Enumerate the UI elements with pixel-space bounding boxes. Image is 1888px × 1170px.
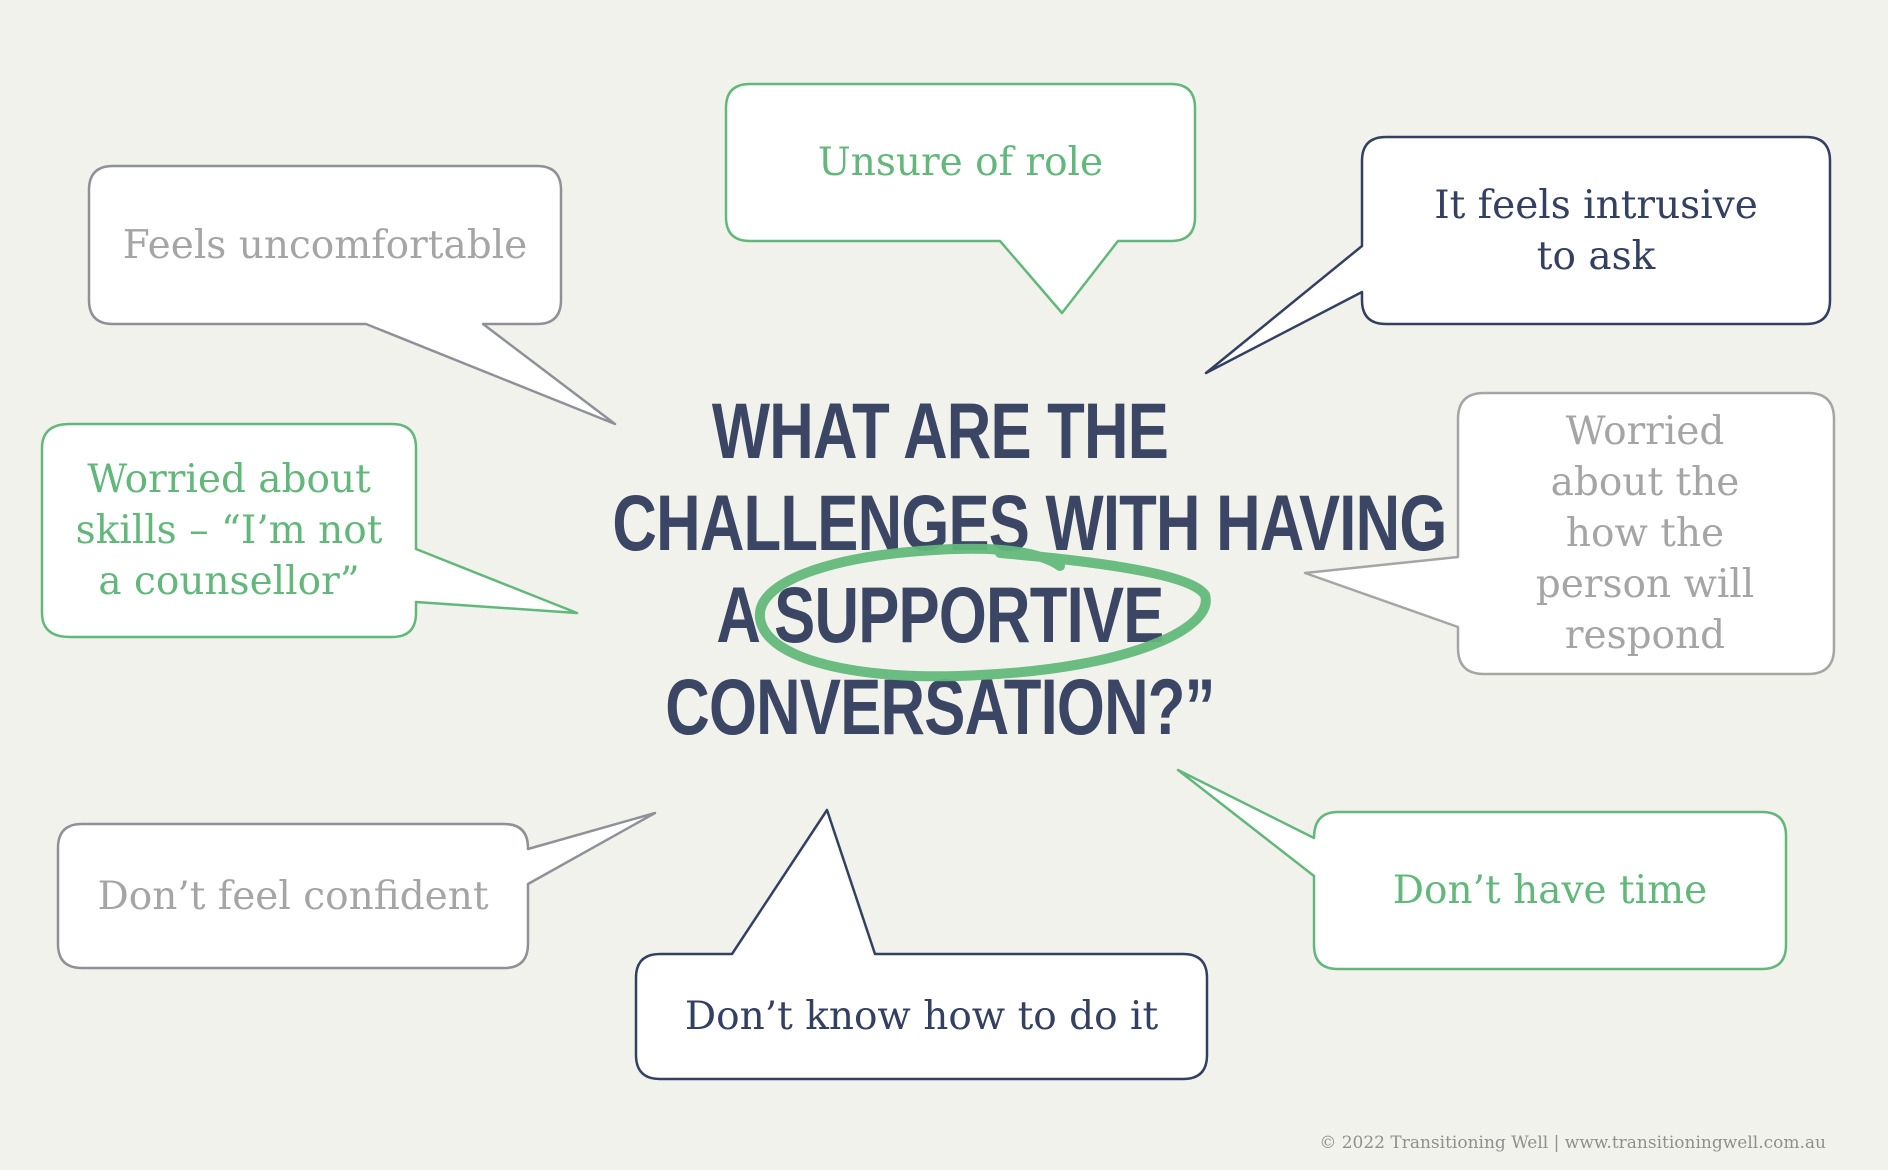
intrusive-text: It feels intrusive to ask bbox=[1434, 182, 1758, 279]
feels-uncomfortable-text: Feels uncomfortable bbox=[122, 222, 528, 268]
bubble-shape-dont-know-how bbox=[634, 808, 1209, 1081]
worried-response-text: Worried about the how the person will re… bbox=[1535, 409, 1755, 658]
bubble-shape-intrusive bbox=[1204, 135, 1832, 375]
bubble-shape-dont-feel-confident bbox=[56, 811, 657, 970]
main-question-heading: WHAT ARE THE CHALLENGES WITH HAVING A SU… bbox=[612, 385, 1447, 753]
heading-line-1: WHAT ARE THE bbox=[711, 386, 1169, 475]
dont-have-time-text: Don’t have time bbox=[1392, 868, 1708, 913]
bubble-shape-worried-skills bbox=[40, 422, 579, 639]
bubble-shape-dont-have-time bbox=[1176, 768, 1788, 971]
bubble-shape-feels-uncomfortable bbox=[87, 164, 617, 426]
dont-know-how-text: Don’t know how to do it bbox=[684, 994, 1159, 1039]
heading-line-3: A SUPPORTIVE bbox=[716, 570, 1164, 659]
heading-line-2: CHALLENGES WITH HAVING bbox=[612, 478, 1447, 567]
worried-skills-text: Worried about skills – “I’m not a counse… bbox=[75, 457, 383, 604]
bubble-shape-unsure-of-role bbox=[724, 82, 1197, 315]
copyright-footer: © 2022 Transitioning Well | www.transiti… bbox=[1319, 1133, 1826, 1153]
unsure-of-role-text: Unsure of role bbox=[817, 140, 1104, 185]
heading-line-4: CONVERSATION?” bbox=[665, 662, 1215, 751]
dont-feel-confident-text: Don’t feel confident bbox=[97, 873, 489, 919]
bubble-shape-worried-response bbox=[1303, 391, 1836, 676]
